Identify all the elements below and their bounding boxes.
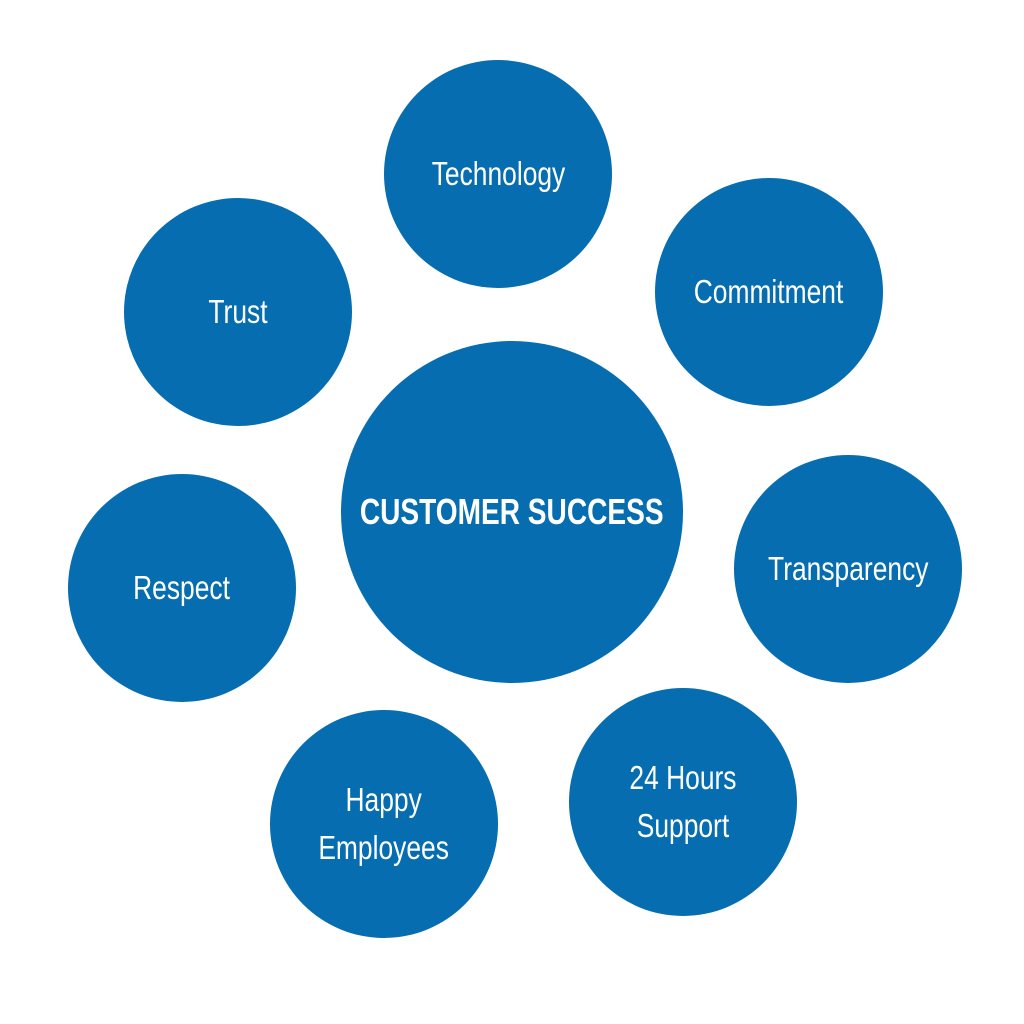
bubble-technology-label: Technology (431, 155, 565, 193)
center-label: CUSTOMER SUCCESS (360, 490, 664, 532)
bubble-technology: Technology (384, 60, 612, 288)
bubble-24-hours-support-line1: 24 Hours (629, 759, 737, 797)
bubble-transparency-label: Transparency (767, 550, 929, 588)
bubble-24-hours-support: 24 Hours Support (569, 688, 797, 916)
bubble-happy-employees-label: Happy Employees (319, 776, 450, 872)
bubble-happy-employees-line1: Happy (345, 781, 423, 819)
bubble-trust-label: Trust (208, 293, 268, 331)
bubble-commitment-label: Commitment (694, 273, 844, 311)
bubble-24-hours-support-line2: Support (636, 807, 730, 844)
bubble-respect: Respect (68, 474, 296, 702)
bubble-happy-employees: Happy Employees (270, 710, 498, 938)
bubble-transparency: Transparency (734, 455, 962, 683)
bubble-trust: Trust (124, 198, 352, 426)
bubble-commitment: Commitment (655, 178, 883, 406)
bubble-respect-label: Respect (133, 569, 231, 607)
bubble-24-hours-support-label: 24 Hours Support (629, 754, 736, 850)
bubble-happy-employees-line2: Employees (318, 829, 450, 866)
center-bubble-customer-success: CUSTOMER SUCCESS (341, 341, 683, 683)
